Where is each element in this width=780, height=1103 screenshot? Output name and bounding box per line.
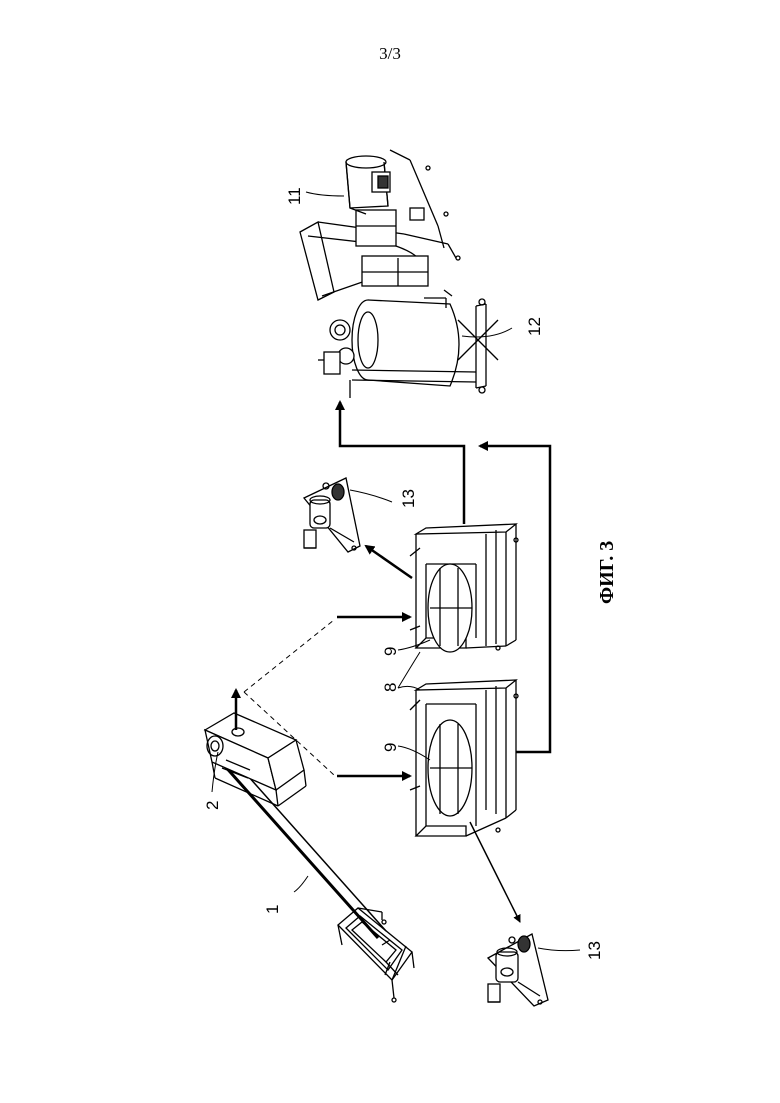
figure-caption: ФИГ. 3 bbox=[596, 541, 618, 604]
arrow-to-pump-13-upper bbox=[366, 546, 412, 578]
label-2: 2 bbox=[203, 801, 222, 810]
label-13-upper: 13 bbox=[399, 489, 418, 508]
label-9-lower: 9 bbox=[381, 743, 400, 752]
leader-11 bbox=[306, 192, 344, 196]
label-13-lower: 13 bbox=[585, 941, 604, 960]
pump-13-upper bbox=[304, 478, 360, 552]
leader-13-upper bbox=[350, 490, 392, 502]
label-8: 8 bbox=[381, 683, 400, 692]
leader-lines-9 bbox=[398, 640, 430, 760]
label-11: 11 bbox=[285, 187, 304, 205]
leader-lines-8 bbox=[398, 652, 420, 690]
arrow-to-pump-13-lower bbox=[470, 822, 520, 922]
leader-12 bbox=[462, 328, 512, 337]
component-11-extruder bbox=[300, 150, 460, 300]
label-1: 1 bbox=[263, 905, 282, 914]
component-2-machine bbox=[205, 713, 306, 806]
leader-1 bbox=[294, 876, 308, 892]
return-line bbox=[480, 446, 550, 752]
leader-13-lower bbox=[538, 948, 580, 951]
pump-13-lower bbox=[488, 934, 548, 1006]
mixer-upper bbox=[410, 524, 518, 652]
component-1-hopper bbox=[338, 908, 414, 1002]
label-12: 12 bbox=[525, 317, 544, 336]
label-9-upper: 9 bbox=[381, 647, 400, 656]
component-12-tank bbox=[318, 290, 498, 398]
